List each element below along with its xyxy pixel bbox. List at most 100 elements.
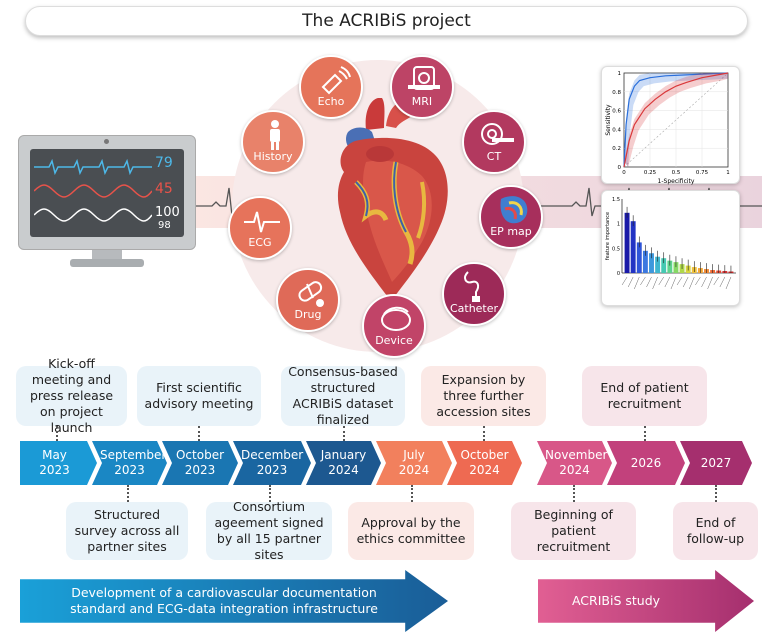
- ep-map-icon: [500, 196, 528, 224]
- fi-feature-label-mark: [695, 276, 701, 286]
- roc-x-tick: 0.25: [644, 170, 657, 176]
- modality-echo: Echo: [299, 55, 363, 119]
- event-advisory-meeting: First scientific advisory meeting: [137, 366, 261, 426]
- fi-feature-label-mark: [670, 276, 677, 290]
- timeline-segment: 2027: [680, 441, 752, 485]
- event-consortium-agreement: Consortium ageement signed by all 15 par…: [206, 499, 332, 562]
- modality-label: Echo: [317, 95, 345, 108]
- fi-feature-label-mark: [682, 276, 689, 288]
- fi-y-axis-label: feature importance: [605, 212, 611, 260]
- roc-y-tick: 0.2: [612, 146, 621, 152]
- timeline-month: September: [100, 448, 167, 462]
- fi-feature-label-mark: [701, 276, 707, 288]
- roc-x-tick: 0.75: [696, 170, 709, 176]
- page-title: The ACRIBiS project: [25, 6, 748, 36]
- heart-rate-value: 79: [155, 155, 173, 171]
- roc-series-group: [623, 72, 729, 168]
- spo2-value: 100: [155, 205, 180, 220]
- spo2-sub-value: 98: [158, 220, 171, 231]
- timeline-month: May: [42, 448, 67, 462]
- ecg-wave-icon: [244, 211, 280, 233]
- event-kickoff: Kick-off meeting and press release on pr…: [16, 356, 127, 435]
- connector: [411, 485, 413, 502]
- timeline-segment: 2026: [607, 441, 685, 485]
- phase-study-label: ACRIBiS study: [571, 593, 661, 608]
- fi-bar: [673, 262, 679, 273]
- timeline-year: 2023: [184, 463, 216, 477]
- roc-x-tick: 0: [622, 170, 626, 176]
- monitor-stand: [70, 259, 144, 267]
- ultrasound-probe-icon: [321, 66, 351, 95]
- fi-bar: [636, 242, 642, 273]
- modality-label: Catheter: [449, 302, 499, 315]
- timeline-month: July: [403, 448, 425, 462]
- timeline-year: 2024: [469, 463, 500, 477]
- event-expansion: Expansion by three further accession sit…: [421, 366, 546, 426]
- fi-bar: [642, 250, 648, 273]
- roc-x-axis-label: 1-Specificity: [658, 178, 695, 185]
- fi-feature-label-mark: [658, 276, 664, 286]
- timeline-year: 2023: [114, 463, 145, 477]
- fi-feature-label-mark: [664, 276, 671, 288]
- roc-series-1-line: [623, 72, 729, 168]
- person-icon: [270, 120, 280, 150]
- fi-y-ticks: 00.511.5: [612, 197, 620, 277]
- phase-development-arrow: Development of a cardiovascular document…: [20, 570, 448, 632]
- fi-feature-label-mark: [646, 276, 652, 288]
- timeline-year: 2023: [39, 463, 70, 477]
- catheter-icon: [464, 271, 480, 302]
- fi-y-tick: 1: [617, 222, 620, 228]
- roc-series-0-line: [623, 72, 729, 168]
- modality-drug: Drug: [276, 268, 340, 332]
- modality-label: CT: [486, 150, 502, 163]
- connector: [715, 485, 717, 502]
- fi-feature-label-mark: [719, 276, 726, 288]
- modality-label: MRI: [411, 95, 433, 108]
- timeline-year: 2024: [398, 463, 430, 477]
- timeline-year: 2023: [256, 463, 288, 477]
- monitor-neck: [92, 250, 122, 260]
- roc-series-1-band: [624, 73, 728, 167]
- connector: [127, 485, 129, 502]
- timeline-year: 2024: [328, 463, 359, 477]
- event-survey: Structured survey across all partner sit…: [66, 502, 188, 560]
- event-dataset-finalized: Consensus-based structured ACRIBiS datas…: [281, 364, 405, 427]
- modality-ecg: ECG: [228, 196, 292, 260]
- roc-y-ticks: 00.20.40.60.81: [612, 71, 621, 171]
- resp-rate-value: 45: [155, 181, 173, 197]
- connector: [573, 485, 575, 502]
- connector: [269, 485, 271, 502]
- fi-bar: [667, 260, 673, 273]
- fi-bars-group: [624, 206, 734, 273]
- roc-gridlines: [624, 73, 728, 167]
- connector: [56, 426, 58, 441]
- modality-mri: MRI: [390, 55, 454, 119]
- fi-feature-label-mark: [640, 276, 646, 286]
- roc-diagonal: [623, 72, 729, 168]
- fi-feature-label-mark: [725, 276, 732, 290]
- fi-y-tick: 0.5: [612, 246, 620, 252]
- modality-catheter: Catheter: [442, 262, 506, 326]
- event-ethics-approval: Approval by the ethics committee: [348, 502, 474, 560]
- fi-y-tick: 1.5: [612, 197, 620, 203]
- event-end-followup: End of follow-up: [673, 502, 758, 560]
- connector: [644, 426, 646, 441]
- fi-feature-label-mark: [627, 276, 634, 288]
- fi-feature-label-mark: [713, 276, 719, 286]
- roc-y-tick: 0.4: [612, 127, 621, 133]
- fi-bar: [649, 253, 654, 273]
- fi-feature-label-marks: [621, 276, 732, 290]
- heart-icon: [337, 98, 448, 297]
- connector: [483, 426, 485, 441]
- phase-study-arrow: ACRIBiS study: [538, 570, 754, 632]
